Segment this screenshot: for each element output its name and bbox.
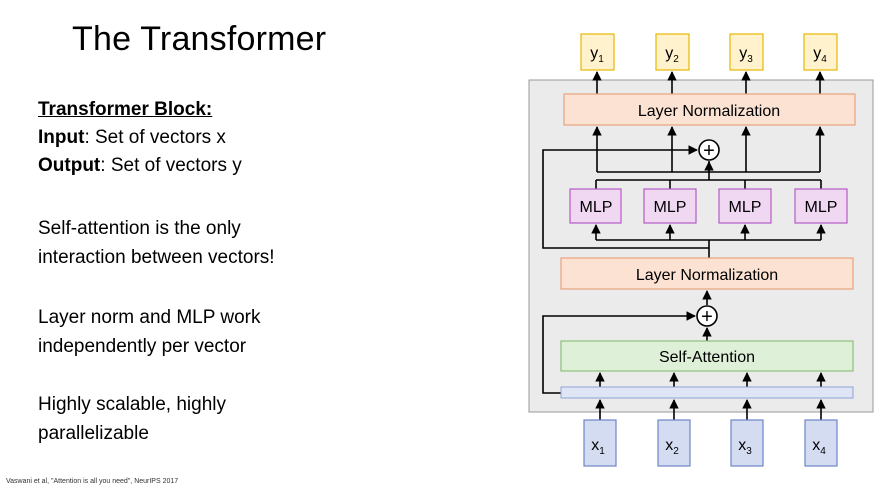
residual-add-top	[698, 139, 720, 161]
block-heading: Transformer Block:	[38, 99, 213, 120]
residual-connection-top	[542, 145, 709, 249]
layer-norm-bottom-label: Layer Normalization	[636, 267, 778, 284]
mlp-output-lines	[595, 161, 822, 189]
note-line: independently per vector	[38, 336, 247, 357]
output-box	[655, 33, 690, 71]
mlp-input-lines	[591, 224, 826, 258]
mlp-label: MLP	[805, 199, 838, 216]
output-label-y4: y4	[813, 45, 827, 65]
note-layer-norm: Layer norm and MLP work independently pe…	[38, 303, 260, 361]
slide-title: The Transformer	[72, 20, 327, 58]
note-line: parallelizable	[38, 423, 149, 444]
output-label-y2: y2	[665, 45, 679, 65]
mlp-label: MLP	[580, 199, 613, 216]
output-label-y3: y3	[739, 45, 753, 65]
mlp-label: MLP	[729, 199, 762, 216]
note-line: Layer norm and MLP work	[38, 307, 261, 328]
output-text: : Set of vectors y	[100, 155, 242, 176]
mlp-label: MLP	[654, 199, 687, 216]
input-label-x2: x2	[665, 437, 679, 457]
self-attention-box	[560, 340, 854, 372]
input-box	[730, 419, 764, 467]
mlp-boxes: MLP MLP MLP MLP	[569, 188, 848, 224]
attention-input-arrows	[595, 372, 826, 387]
layer-norm-bottom	[560, 257, 854, 290]
output-box	[803, 33, 838, 71]
input-text: : Set of vectors x	[84, 127, 226, 148]
residual-add-top-symbol: +	[703, 140, 715, 162]
mlp-box	[718, 188, 772, 224]
layer-norm-top	[563, 93, 856, 126]
output-label-y1: y1	[590, 45, 604, 65]
note-line: Highly scalable, highly	[38, 394, 226, 415]
input-box	[583, 419, 617, 467]
output-box	[729, 33, 764, 71]
output-boxes: y1 y2 y3 y4	[580, 33, 838, 71]
input-label-x4: x4	[812, 437, 826, 457]
input-box	[804, 419, 838, 467]
input-line: Input: Set of vectors x	[38, 124, 242, 152]
input-label-x1: x1	[591, 437, 605, 457]
mlp-box	[794, 188, 848, 224]
self-attention-label: Self-Attention	[659, 349, 755, 366]
transformer-block-description: Transformer Block: Input: Set of vectors…	[38, 96, 242, 180]
note-line: Self-attention is the only	[38, 218, 241, 239]
input-box	[657, 419, 691, 467]
mlp-box	[569, 188, 622, 224]
top-norm-input-lines	[592, 126, 825, 173]
output-label: Output	[38, 155, 101, 176]
note-scalable: Highly scalable, highly parallelizable	[38, 390, 226, 448]
note-self-attention: Self-attention is the only interaction b…	[38, 214, 275, 272]
residual-add-bottom	[696, 305, 718, 327]
input-vector-bar	[560, 386, 854, 399]
input-arrows	[595, 399, 826, 420]
residual-add-bottom-symbol: +	[701, 306, 713, 328]
output-line: Output: Set of vectors y	[38, 152, 242, 180]
output-arrows	[592, 71, 825, 94]
input-boxes: x1 x2 x3 x4	[583, 419, 838, 467]
input-label-x3: x3	[738, 437, 752, 457]
layer-norm-top-label: Layer Normalization	[638, 103, 780, 120]
citation-footnote: Vaswani et al, "Attention is all you nee…	[6, 478, 179, 485]
output-box	[580, 33, 615, 71]
mlp-box	[643, 188, 697, 224]
residual-connection-bottom	[542, 311, 696, 394]
note-line: interaction between vectors!	[38, 247, 275, 268]
input-label: Input	[38, 127, 85, 148]
